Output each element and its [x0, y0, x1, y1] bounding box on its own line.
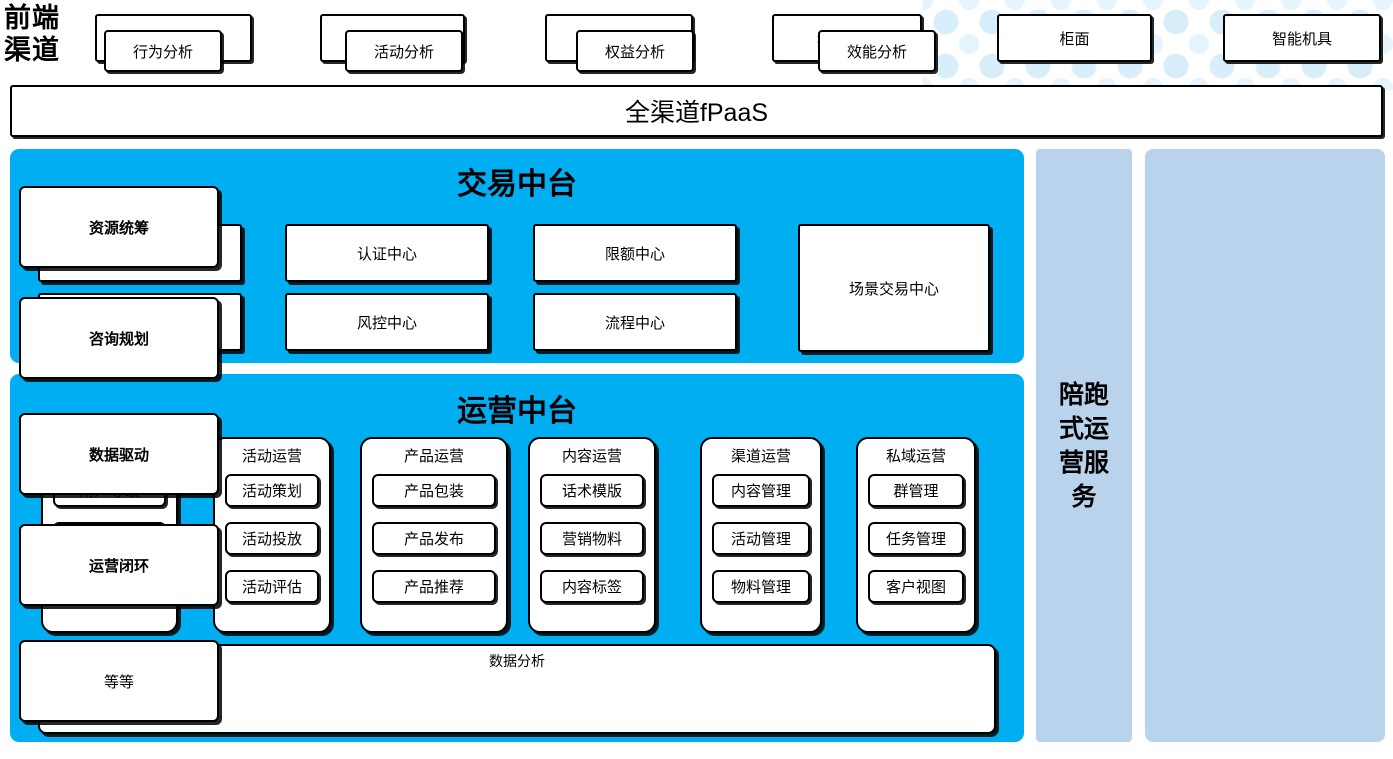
- operation-group-3: 产品运营产品包装产品发布产品推荐: [360, 437, 508, 633]
- right-service-card-2[interactable]: 咨询规划: [19, 297, 219, 379]
- operation-group-item[interactable]: 任务管理: [868, 522, 964, 555]
- operation-group-item[interactable]: 活动策划: [225, 474, 319, 507]
- omnichannel-fpaas-banner: 全渠道fPaaS: [10, 85, 1383, 137]
- operation-group-item[interactable]: 活动管理: [712, 522, 810, 555]
- operation-group-title: 内容运营: [561, 448, 622, 465]
- frontend-channel-label: 前端渠道: [4, 3, 60, 65]
- operation-group-item[interactable]: 产品包装: [372, 474, 496, 507]
- operation-group-title: 活动运营: [241, 448, 302, 465]
- data-analysis-item-1[interactable]: 行为分析: [104, 30, 222, 72]
- operation-group-item[interactable]: 内容标签: [540, 570, 644, 603]
- transaction-center-card-5[interactable]: 风控中心: [285, 293, 489, 351]
- operation-group-item[interactable]: 产品发布: [372, 522, 496, 555]
- operation-group-item[interactable]: 物料管理: [712, 570, 810, 603]
- right-service-panel: [1145, 149, 1385, 742]
- operation-group-title: 私域运营: [885, 448, 946, 465]
- operation-group-item[interactable]: 活动投放: [225, 522, 319, 555]
- data-analysis-item-4[interactable]: 效能分析: [818, 30, 936, 72]
- channel-card-5[interactable]: 柜面: [997, 14, 1152, 62]
- operation-group-item[interactable]: 客户视图: [868, 570, 964, 603]
- scene-transaction-center-card[interactable]: 场景交易中心: [798, 224, 990, 352]
- operation-group-4: 内容运营话术模版营销物料内容标签: [528, 437, 656, 633]
- operation-group-5: 渠道运营内容管理活动管理物料管理: [700, 437, 822, 633]
- accompanying-operation-service-band: 陪跑式运营服务: [1036, 149, 1132, 742]
- data-analysis-item-3[interactable]: 权益分析: [576, 30, 694, 72]
- operation-center-title: 运营中台: [457, 395, 577, 428]
- right-service-card-4[interactable]: 运营闭环: [19, 524, 219, 606]
- operation-group-item[interactable]: 话术模版: [540, 474, 644, 507]
- operation-group-item[interactable]: 活动评估: [225, 570, 319, 603]
- transaction-center-card-2[interactable]: 认证中心: [285, 224, 489, 282]
- accompanying-operation-service-label: 陪跑式运营服务: [1058, 380, 1109, 511]
- operation-group-item[interactable]: 群管理: [868, 474, 964, 507]
- data-analysis-title: 数据分析: [489, 653, 545, 669]
- operation-group-title: 产品运营: [403, 448, 464, 465]
- transaction-center-card-3[interactable]: 限额中心: [533, 224, 737, 282]
- right-service-card-5[interactable]: 等等: [19, 640, 219, 722]
- right-service-card-3[interactable]: 数据驱动: [19, 413, 219, 495]
- operation-group-title: 渠道运营: [730, 448, 791, 465]
- operation-group-6: 私域运营群管理任务管理客户视图: [856, 437, 976, 633]
- channel-card-6[interactable]: 智能机具: [1223, 14, 1381, 62]
- operation-group-item[interactable]: 产品推荐: [372, 570, 496, 603]
- right-service-card-1[interactable]: 资源统筹: [19, 186, 219, 268]
- operation-group-item[interactable]: 营销物料: [540, 522, 644, 555]
- operation-group-item[interactable]: 内容管理: [712, 474, 810, 507]
- operation-group-2: 活动运营活动策划活动投放活动评估: [213, 437, 331, 633]
- data-analysis-item-2[interactable]: 活动分析: [345, 30, 463, 72]
- transaction-center-card-6[interactable]: 流程中心: [533, 293, 737, 351]
- transaction-center-title: 交易中台: [457, 168, 577, 201]
